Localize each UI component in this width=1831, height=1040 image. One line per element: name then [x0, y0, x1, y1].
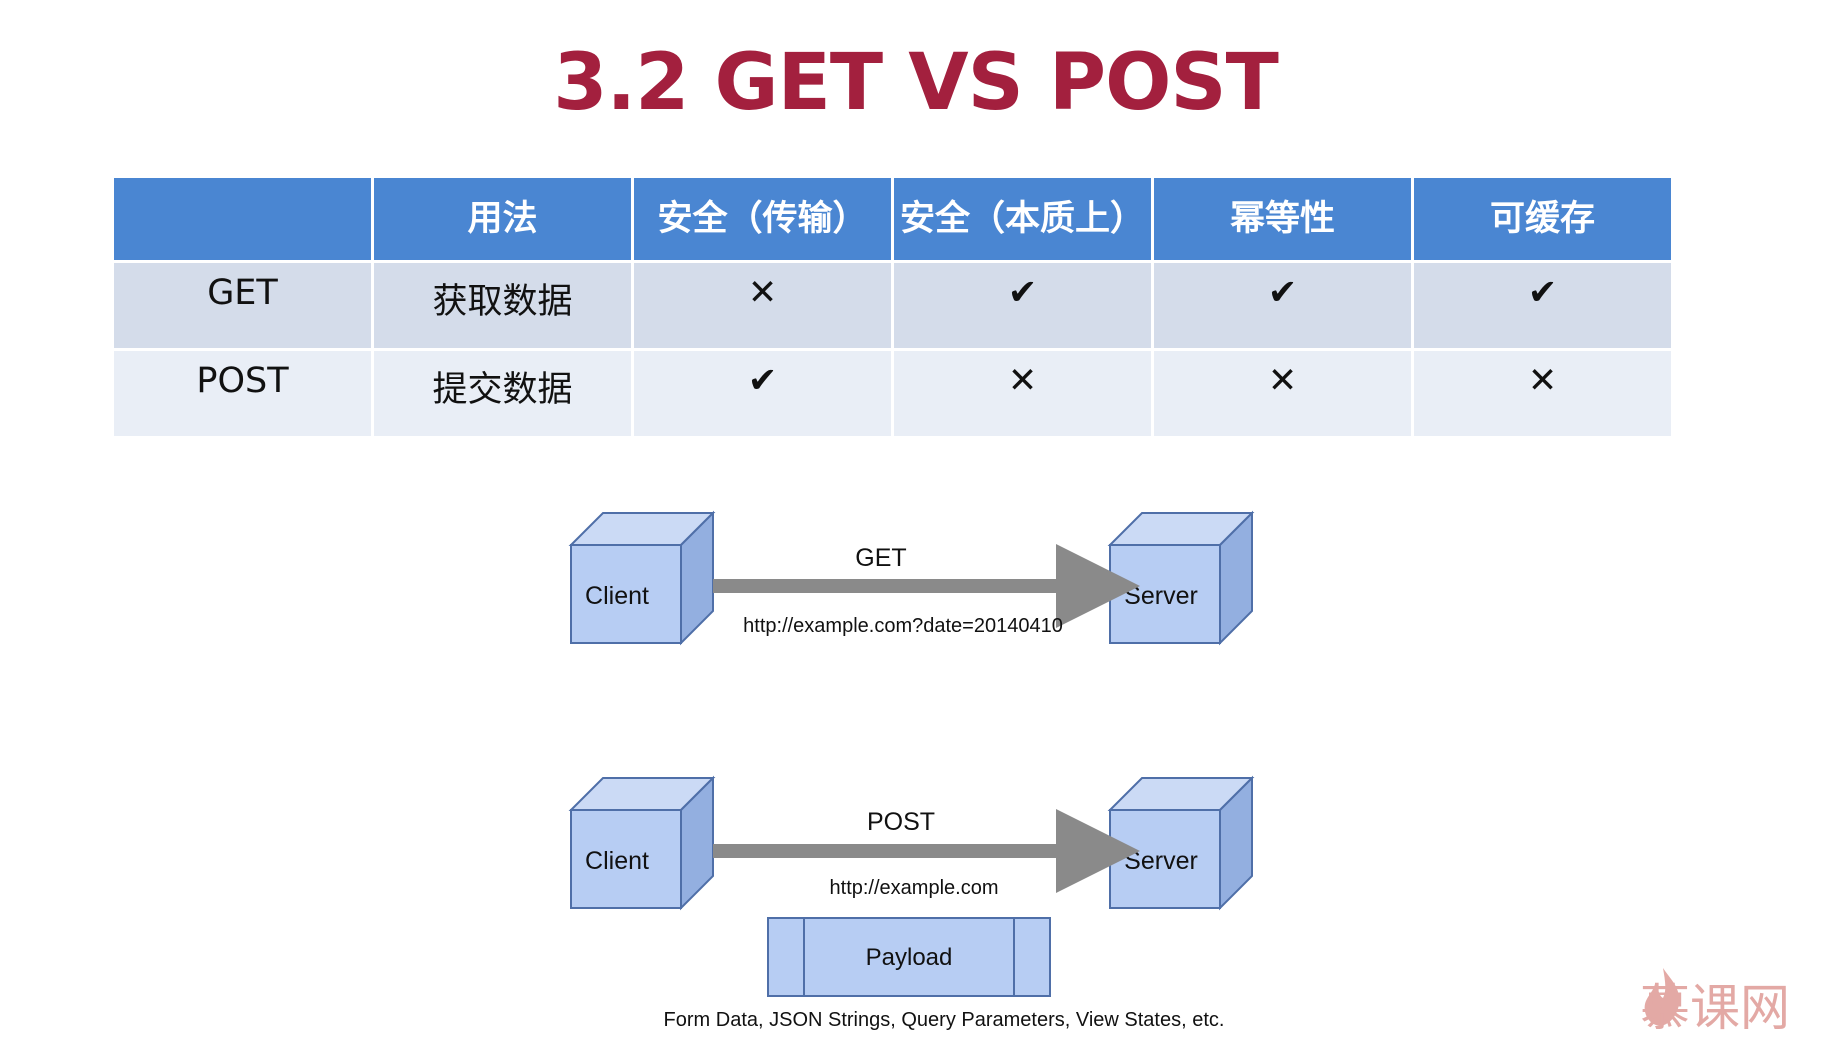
post-server-label: Server	[1124, 847, 1198, 875]
post-arrow-label: POST	[867, 808, 935, 836]
get-server-box: Server	[1107, 510, 1255, 646]
get-server-label: Server	[1124, 582, 1198, 610]
header-cell-usage: 用法	[374, 178, 631, 260]
comparison-table: 用法 安全（传输） 安全（本质上） 幂等性 可缓存 GET 获取数据 ✕ ✔ ✔…	[111, 175, 1674, 439]
table-header-row: 用法 安全（传输） 安全（本质上） 幂等性 可缓存	[114, 178, 1671, 260]
get-client-box: Client	[568, 510, 716, 646]
watermark-text: 慕课网	[1640, 979, 1790, 1037]
get-client-label: Client	[585, 582, 649, 610]
header-cell-empty	[114, 178, 371, 260]
check-icon: ✔	[634, 351, 891, 436]
table-row-post: POST 提交数据 ✔ ✕ ✕ ✕	[114, 351, 1671, 436]
flame-logo-icon	[1644, 968, 1680, 1026]
post-server-box: Server	[1107, 775, 1255, 911]
post-client-box: Client	[568, 775, 716, 911]
check-icon: ✔	[1154, 263, 1411, 348]
payload-caption: Form Data, JSON Strings, Query Parameter…	[664, 1009, 1225, 1031]
slide-title: 3.2 GET VS POST	[553, 38, 1279, 128]
cross-icon: ✕	[634, 263, 891, 348]
cross-icon: ✕	[894, 351, 1151, 436]
get-url: http://example.com?date=20140410	[743, 615, 1063, 637]
payload-box: Payload	[767, 917, 1051, 997]
check-icon: ✔	[894, 263, 1151, 348]
method-cell: POST	[114, 351, 371, 436]
get-arrow-label: GET	[855, 544, 906, 572]
method-cell: GET	[114, 263, 371, 348]
post-client-label: Client	[585, 847, 649, 875]
check-icon: ✔	[1414, 263, 1671, 348]
usage-cell: 提交数据	[374, 351, 631, 436]
usage-cell: 获取数据	[374, 263, 631, 348]
table-row-get: GET 获取数据 ✕ ✔ ✔ ✔	[114, 263, 1671, 348]
header-cell-idempotent: 幂等性	[1154, 178, 1411, 260]
post-url: http://example.com	[830, 877, 999, 899]
cross-icon: ✕	[1414, 351, 1671, 436]
header-cell-safe-transport: 安全（传输）	[634, 178, 891, 260]
header-cell-safe-essential: 安全（本质上）	[894, 178, 1151, 260]
cross-icon: ✕	[1154, 351, 1411, 436]
payload-label: Payload	[866, 944, 953, 971]
header-cell-cacheable: 可缓存	[1414, 178, 1671, 260]
